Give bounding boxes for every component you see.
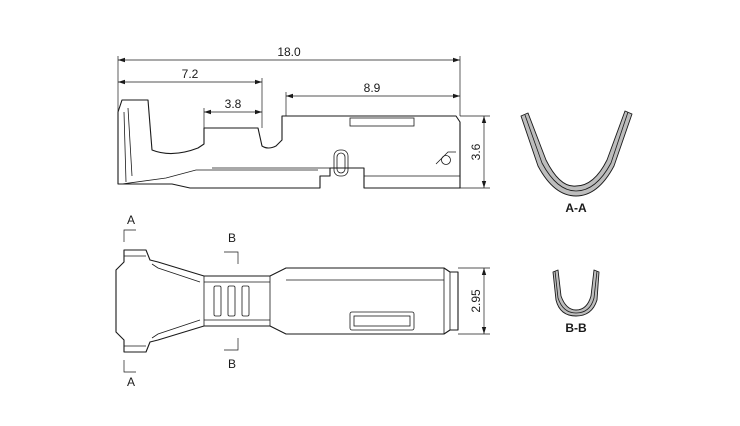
dim-overall-length-label: 18.0 — [277, 45, 301, 59]
extension-lines-top — [117, 56, 461, 128]
side-view — [117, 99, 461, 189]
top-view-window — [349, 311, 415, 331]
side-view-latch — [435, 151, 456, 165]
side-view-rear-edge — [123, 107, 133, 183]
side-view-slot-inner — [336, 152, 346, 174]
top-view-box-inner — [286, 268, 451, 334]
dim-top-width: 2.95 — [458, 267, 490, 335]
serration-1 — [213, 285, 222, 317]
side-view-latch-hole — [441, 155, 451, 165]
section-bb-title: B-B — [565, 321, 587, 335]
top-view-wings — [124, 255, 201, 347]
dim-overall-length: 18.0 — [118, 45, 460, 63]
dim-wire-crimp-length-label: 3.8 — [225, 97, 242, 111]
dim-box-length-label: 8.9 — [364, 81, 381, 95]
top-view-crimp-barrel-inner — [204, 281, 270, 321]
section-marker-b-top-label: B — [228, 231, 236, 245]
dim-insulation-length: 7.2 — [118, 67, 262, 85]
dim-insulation-length-label: 7.2 — [182, 67, 199, 81]
section-aa: A-A — [520, 110, 633, 215]
section-marker-a-bottom: A — [123, 360, 136, 389]
top-view-window-inner — [353, 315, 411, 327]
dim-side-height: 3.6 — [460, 115, 490, 189]
dim-box-length: 8.9 — [286, 81, 460, 99]
serration-2 — [227, 285, 236, 317]
dim-wire-crimp-length: 3.8 — [204, 97, 262, 115]
side-view-window — [349, 117, 415, 127]
section-aa-title: A-A — [565, 201, 587, 215]
section-marker-a-top: A — [123, 213, 136, 242]
section-aa-inner-curve — [524, 111, 629, 192]
section-marker-b-bottom-label: B — [228, 357, 236, 371]
side-view-outline — [117, 99, 461, 189]
section-marker-b-top: B — [224, 231, 239, 264]
section-bb-inner-curve — [554, 270, 598, 314]
side-view-slot — [333, 149, 349, 177]
top-view — [115, 249, 459, 353]
section-marker-b-bottom: B — [224, 338, 239, 371]
section-bb-profile — [552, 269, 600, 317]
section-marker-a-bottom-label: A — [127, 375, 135, 389]
top-view-outline — [115, 249, 459, 353]
top-view-crimp-barrel — [203, 275, 271, 327]
serration-3 — [241, 285, 250, 317]
dim-side-height-label: 3.6 — [469, 143, 483, 160]
dim-top-width-label: 2.95 — [469, 289, 483, 313]
section-marker-a-top-label: A — [127, 213, 135, 227]
side-view-inner-lines — [121, 167, 460, 185]
section-bb: B-B — [552, 269, 600, 335]
section-aa-profile — [520, 110, 633, 197]
